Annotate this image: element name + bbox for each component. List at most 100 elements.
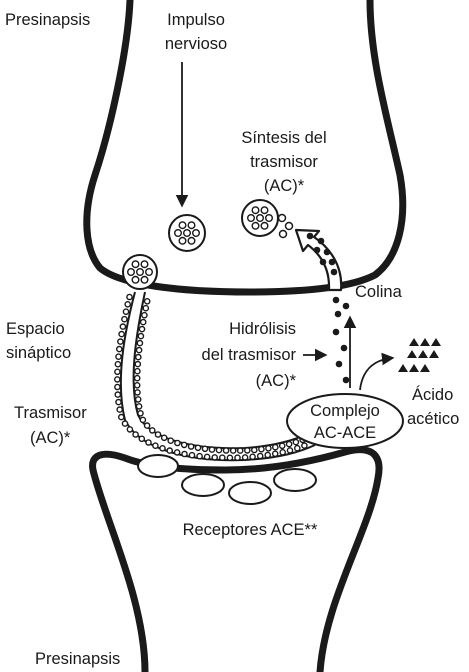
- transmitter-dot: [140, 417, 145, 422]
- acetic-label-line1: Ácido: [412, 385, 453, 404]
- transmitter-dot: [235, 455, 240, 460]
- transmitter-dot: [145, 299, 150, 304]
- receptors-label: Receptores ACE**: [183, 521, 318, 539]
- cleft-label-line1: Espacio: [6, 320, 65, 338]
- transmitter-dot: [135, 362, 140, 367]
- synthesis-label-line2: trasmisor: [250, 153, 318, 171]
- vesicle-dot: [252, 223, 259, 230]
- transmitter-dot: [137, 341, 142, 346]
- vesicle-dot: [179, 222, 186, 229]
- transmitter-dot: [135, 383, 140, 388]
- transmitter-dot: [135, 376, 140, 381]
- transmitter-dot: [150, 428, 155, 433]
- transmitter-dot: [119, 415, 124, 420]
- receptor: [229, 482, 271, 504]
- transmitter-dot: [123, 309, 128, 314]
- transmitter-dot: [143, 306, 148, 311]
- transmitter-dot: [238, 448, 243, 453]
- vesicle-dot: [193, 230, 200, 237]
- transmitter-dot: [127, 427, 132, 432]
- transmitter-dot: [117, 347, 122, 352]
- vesicle-dot: [188, 222, 195, 229]
- vesicle-dot: [141, 277, 148, 284]
- transmitter-dot: [115, 384, 120, 389]
- transmitter-dot: [245, 448, 250, 453]
- synthesis-release-dots: [279, 215, 293, 238]
- transmitter-dot: [137, 348, 142, 353]
- cleft-label-line2: sináptico: [6, 344, 71, 362]
- vesicle-dot: [132, 277, 139, 284]
- transmitter-dot: [287, 442, 292, 447]
- synthesis-label-line1: Síntesis del: [241, 129, 326, 147]
- hydrolysis-label-line3: (AC)*: [256, 372, 297, 390]
- transmitter-dot: [259, 447, 264, 452]
- transmitter-dot: [136, 397, 141, 402]
- transmitter-dot: [220, 455, 225, 460]
- vesicle-dot: [261, 223, 268, 230]
- transmitter-dot: [197, 454, 202, 459]
- acetic-label-line2: acético: [407, 410, 459, 428]
- transmitter-dot: [295, 446, 300, 451]
- transmitter-label-line2: (AC)*: [30, 429, 71, 447]
- transmitter-dot: [212, 455, 217, 460]
- transmitter-dot: [252, 447, 257, 452]
- transmitter-dot: [258, 453, 263, 458]
- vesicle-dot: [141, 261, 148, 268]
- transmitter-dot: [182, 451, 187, 456]
- transmitter-dot: [302, 443, 307, 448]
- transmitter-dot: [145, 423, 150, 428]
- transmitter-dot: [160, 446, 165, 451]
- transmitter-dot: [120, 324, 125, 329]
- vesicle-dot: [266, 215, 273, 222]
- transmitter-dot: [125, 302, 130, 307]
- vesicle-dot: [257, 215, 264, 222]
- postsynaptic-membrane: [93, 450, 379, 672]
- transmitter-dot: [139, 436, 144, 441]
- transmitter-dot: [167, 448, 172, 453]
- transmitter-path-inner: [134, 292, 312, 448]
- transmitter-dot: [117, 407, 122, 412]
- hydrolysis-label-line2: del trasmisor: [202, 346, 297, 364]
- transmitter-dot: [138, 334, 143, 339]
- receptor: [182, 474, 224, 496]
- transmitter-dot: [153, 443, 158, 448]
- transmitter-dot: [273, 445, 278, 450]
- complex-label-line2: AC-ACE: [314, 424, 376, 442]
- transmitter-dot: [168, 438, 173, 443]
- transmitter-dot: [119, 332, 124, 337]
- transmitter-dot: [115, 362, 120, 367]
- vesicle-dot: [179, 238, 186, 245]
- hydrolysis-label-line1: Hidrólisis: [229, 320, 296, 338]
- transmitter-dot: [266, 446, 271, 451]
- vesicle-dot: [132, 261, 139, 268]
- transmitter-dot: [182, 442, 187, 447]
- vesicle-dot: [146, 269, 153, 276]
- vesicle-dot: [128, 269, 135, 276]
- transmitter-dot: [146, 440, 151, 445]
- transmitter-dot: [195, 445, 200, 450]
- transmitter-dot: [162, 435, 167, 440]
- transmitter-dot: [136, 355, 141, 360]
- acetic-acid-triangles: [398, 338, 441, 372]
- transmitter-dot: [139, 327, 144, 332]
- transmitter-dot: [115, 377, 120, 382]
- transmitter-dot: [137, 404, 142, 409]
- transmitter-dot: [116, 354, 121, 359]
- transmitter-dot: [287, 448, 292, 453]
- transmitter-dot: [293, 440, 298, 445]
- transmitter-dot: [250, 454, 255, 459]
- transmitter-dot: [122, 421, 127, 426]
- receptor: [138, 455, 178, 477]
- transmitter-dot: [205, 454, 210, 459]
- vesicle-dot: [252, 207, 259, 214]
- transmitter-dot: [175, 450, 180, 455]
- transmitter-dot: [243, 455, 248, 460]
- transmitter-dot: [189, 444, 194, 449]
- synthesis-label-line3: (AC)*: [264, 177, 305, 195]
- complex-label-line1: Complejo: [310, 402, 380, 420]
- presynapse-bottom-label: Presinapsis: [35, 650, 120, 668]
- vesicle-dot: [188, 238, 195, 245]
- transmitter-dot: [280, 450, 285, 455]
- transmitter-dot: [142, 313, 147, 318]
